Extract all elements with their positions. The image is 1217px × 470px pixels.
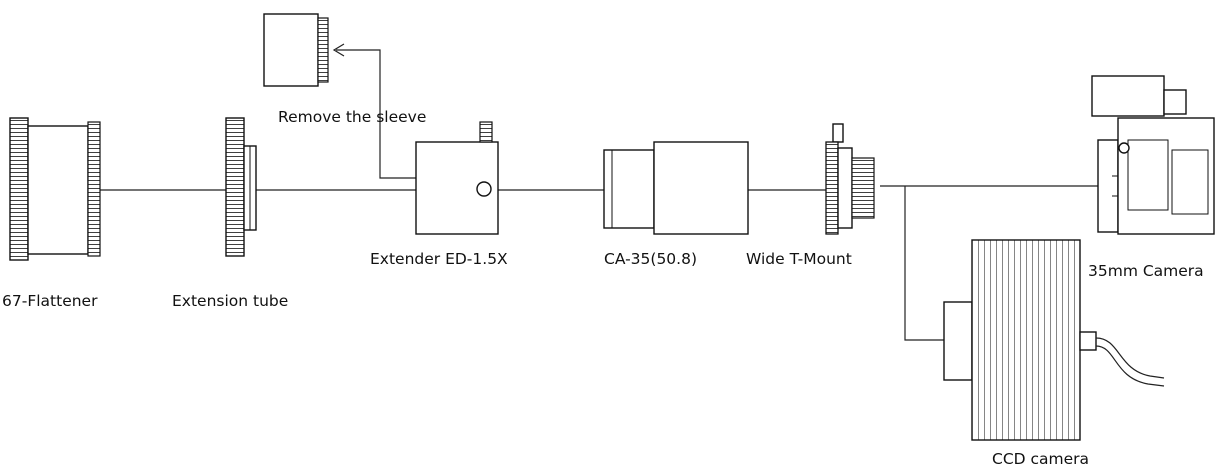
label-ca35: CA-35(50.8)	[604, 250, 697, 268]
ca35-adapter-icon	[603, 141, 749, 235]
label-extender: Extender ED-1.5X	[370, 250, 508, 268]
slr-camera-icon	[1091, 75, 1215, 235]
extension-tube-icon	[225, 117, 257, 257]
label-wide-t-mount: Wide T-Mount	[746, 250, 852, 268]
label-flattener: 67-Flattener	[2, 292, 98, 310]
sleeve-icon	[263, 13, 329, 87]
ccd-camera-icon	[943, 239, 1165, 441]
extender-icon	[415, 121, 499, 235]
label-35mm-camera: 35mm Camera	[1088, 262, 1204, 280]
label-extension-tube: Extension tube	[172, 292, 288, 310]
t-mount-icon	[825, 123, 875, 235]
label-ccd-camera: CCD camera	[992, 450, 1089, 468]
connector-lines	[100, 43, 1112, 341]
label-remove-sleeve: Remove the sleeve	[278, 108, 426, 126]
flattener-icon	[9, 117, 101, 261]
